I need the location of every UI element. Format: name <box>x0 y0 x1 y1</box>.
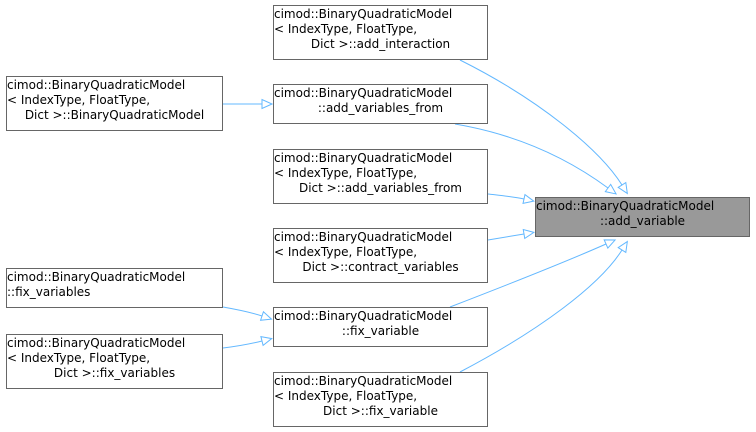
node-line: Dict >::add_variables_from <box>298 181 462 195</box>
node-binary-quadratic-model-constructor[interactable]: cimod::BinaryQuadraticModel < IndexType,… <box>6 76 223 131</box>
node-line: cimod::BinaryQuadraticModel <box>7 78 186 92</box>
node-add-interaction-template[interactable]: cimod::BinaryQuadraticModel < IndexType,… <box>273 5 488 60</box>
edge-add_interaction_tpl-to-add_variable <box>459 59 623 186</box>
node-fix-variable-template[interactable]: cimod::BinaryQuadraticModel < IndexType,… <box>273 372 488 427</box>
node-line: cimod::BinaryQuadraticModel <box>7 336 186 350</box>
edge-contract_variables_tpl-to-add_variable <box>487 233 525 241</box>
node-line: Dict >::fix_variable <box>323 404 438 418</box>
node-line: Dict >::contract_variables <box>302 260 459 274</box>
node-line: ::fix_variable <box>341 324 420 338</box>
node-line: Dict >::add_interaction <box>310 37 451 51</box>
node-add-variables-from[interactable]: cimod::BinaryQuadraticModel ::add_variab… <box>273 84 488 124</box>
node-line: cimod::BinaryQuadraticModel <box>274 374 453 388</box>
node-line: < IndexType, FloatType, <box>274 166 418 180</box>
node-contract-variables-template[interactable]: cimod::BinaryQuadraticModel < IndexType,… <box>273 228 488 283</box>
node-line: ::fix_variables <box>7 285 91 299</box>
arrowhead-contract_variables_tpl-to-add_variable <box>522 228 536 240</box>
node-line: < IndexType, FloatType, <box>7 93 151 107</box>
node-line: < IndexType, FloatType, <box>274 22 418 36</box>
node-fix-variable[interactable]: cimod::BinaryQuadraticModel ::fix_variab… <box>273 307 488 347</box>
arrowhead-add_variables_from-to-add_variable <box>604 183 618 195</box>
node-line: cimod::BinaryQuadraticModel <box>274 309 453 323</box>
node-add-variable: cimod::BinaryQuadraticModel ::add_variab… <box>535 197 750 237</box>
node-line: cimod::BinaryQuadraticModel <box>274 7 453 21</box>
edge-add_variables_from-to-add_variable <box>454 123 609 189</box>
node-line: cimod::BinaryQuadraticModel <box>7 270 186 284</box>
node-add-variables-from-template[interactable]: cimod::BinaryQuadraticModel < IndexType,… <box>273 149 488 204</box>
arrowhead-add_interaction_tpl-to-add_variable <box>617 181 628 195</box>
node-line: ::add_variable <box>599 214 686 228</box>
node-fix-variables-template[interactable]: cimod::BinaryQuadraticModel < IndexType,… <box>6 334 223 389</box>
arrowhead-add_variables_from_tpl-to-add_variable <box>522 193 535 205</box>
edge-add_variables_from_tpl-to-add_variable <box>487 193 525 200</box>
node-line: Dict >::BinaryQuadraticModel <box>24 108 205 122</box>
node-line: cimod::BinaryQuadraticModel <box>536 199 715 213</box>
arrowhead-fix_variable_tpl-to-add_variable <box>617 240 628 254</box>
arrowhead-fix_variables-to-fix_variable <box>259 310 273 321</box>
node-line: < IndexType, FloatType, <box>7 351 151 365</box>
node-line: ::add_variables_from <box>317 101 444 115</box>
node-line: < IndexType, FloatType, <box>274 245 418 259</box>
edge-fix_variable_tpl-to-add_variable <box>459 249 623 373</box>
arrowhead-fix_variable-to-add_variable <box>603 239 617 250</box>
edge-fix_variables-to-fix_variable <box>222 306 263 317</box>
node-line: cimod::BinaryQuadraticModel <box>274 151 453 165</box>
node-line: cimod::BinaryQuadraticModel <box>274 230 453 244</box>
edge-fix_variable-to-add_variable <box>449 243 607 308</box>
node-line: < IndexType, FloatType, <box>274 389 418 403</box>
node-line: cimod::BinaryQuadraticModel <box>274 86 453 100</box>
node-line: Dict >::fix_variables <box>53 366 176 380</box>
edge-fix_variables_tpl-to-fix_variable <box>222 340 263 349</box>
node-fix-variables[interactable]: cimod::BinaryQuadraticModel ::fix_variab… <box>6 268 223 308</box>
arrowhead-bqm_ctor_tpl-to-add_variables_from <box>261 98 274 110</box>
arrowhead-fix_variables_tpl-to-fix_variable <box>260 336 273 347</box>
